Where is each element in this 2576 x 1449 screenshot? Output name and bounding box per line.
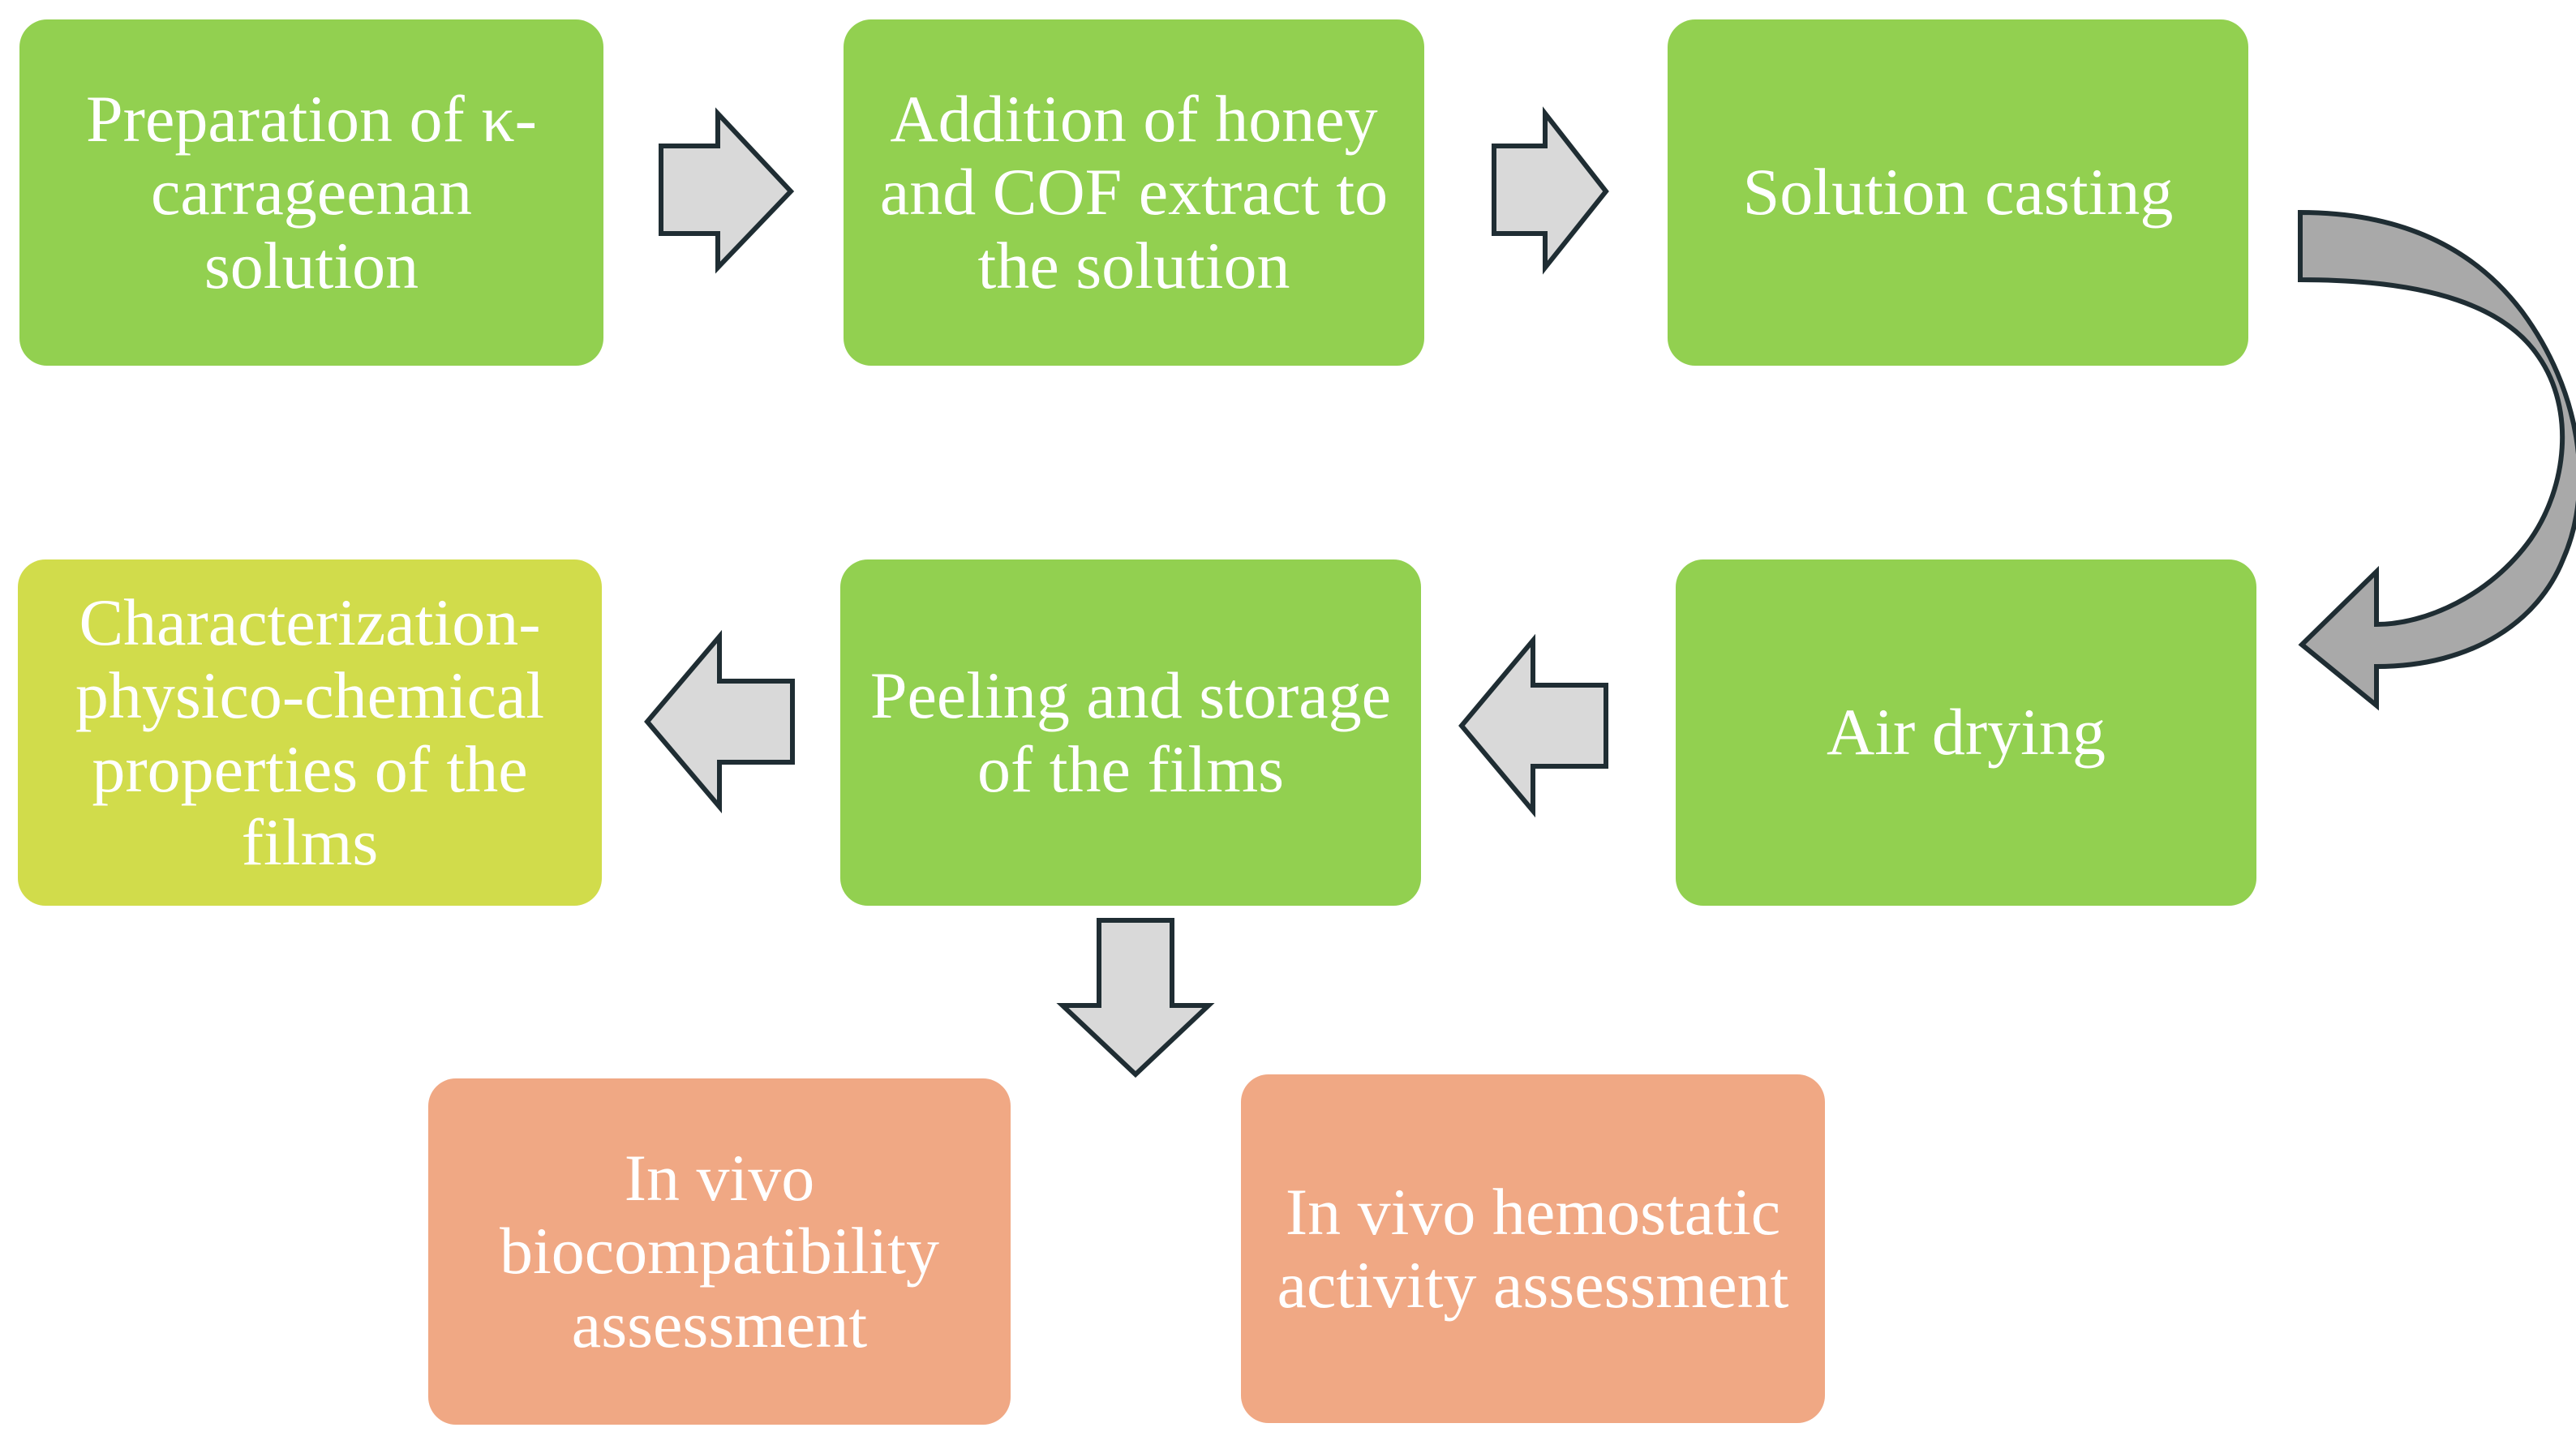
step-preparation-carrageenan: Preparation of κ-carrageenan solution bbox=[19, 19, 603, 366]
step-air-drying: Air drying bbox=[1676, 559, 2256, 906]
step-addition-label: Addition of honey and COF extract to the… bbox=[879, 82, 1389, 302]
step-hemostatic-assessment: In vivo hemostatic activity assessment bbox=[1241, 1074, 1825, 1423]
step-biocompatibility-label: In vivo biocompatibility assessment bbox=[499, 1141, 940, 1361]
step-biocompatibility-assessment: In vivo biocompatibility assessment bbox=[428, 1078, 1011, 1425]
arrow-right-icon bbox=[659, 107, 795, 274]
step-hemostatic-label: In vivo hemostatic activity assessment bbox=[1277, 1174, 1789, 1322]
step-characterization: Characterization-physico-chemical proper… bbox=[18, 559, 602, 906]
arrow-left-icon bbox=[644, 629, 795, 814]
arrow-left-icon bbox=[1458, 633, 1608, 818]
step-air-drying-label: Air drying bbox=[1827, 695, 2106, 770]
arrow-down-icon bbox=[1056, 918, 1215, 1078]
step-solution-casting: Solution casting bbox=[1668, 19, 2248, 366]
step-addition-honey-cof: Addition of honey and COF extract to the… bbox=[844, 19, 1424, 366]
curved-arrow-icon bbox=[2298, 209, 2576, 711]
step-characterization-label: Characterization-physico-chemical proper… bbox=[75, 585, 545, 879]
arrow-right-icon bbox=[1492, 106, 1609, 275]
step-peeling-storage: Peeling and storage of the films bbox=[840, 559, 1421, 906]
step-peeling-label: Peeling and storage of the films bbox=[869, 658, 1392, 806]
step-preparation-label: Preparation of κ-carrageenan solution bbox=[86, 82, 537, 302]
step-casting-label: Solution casting bbox=[1742, 155, 2174, 229]
